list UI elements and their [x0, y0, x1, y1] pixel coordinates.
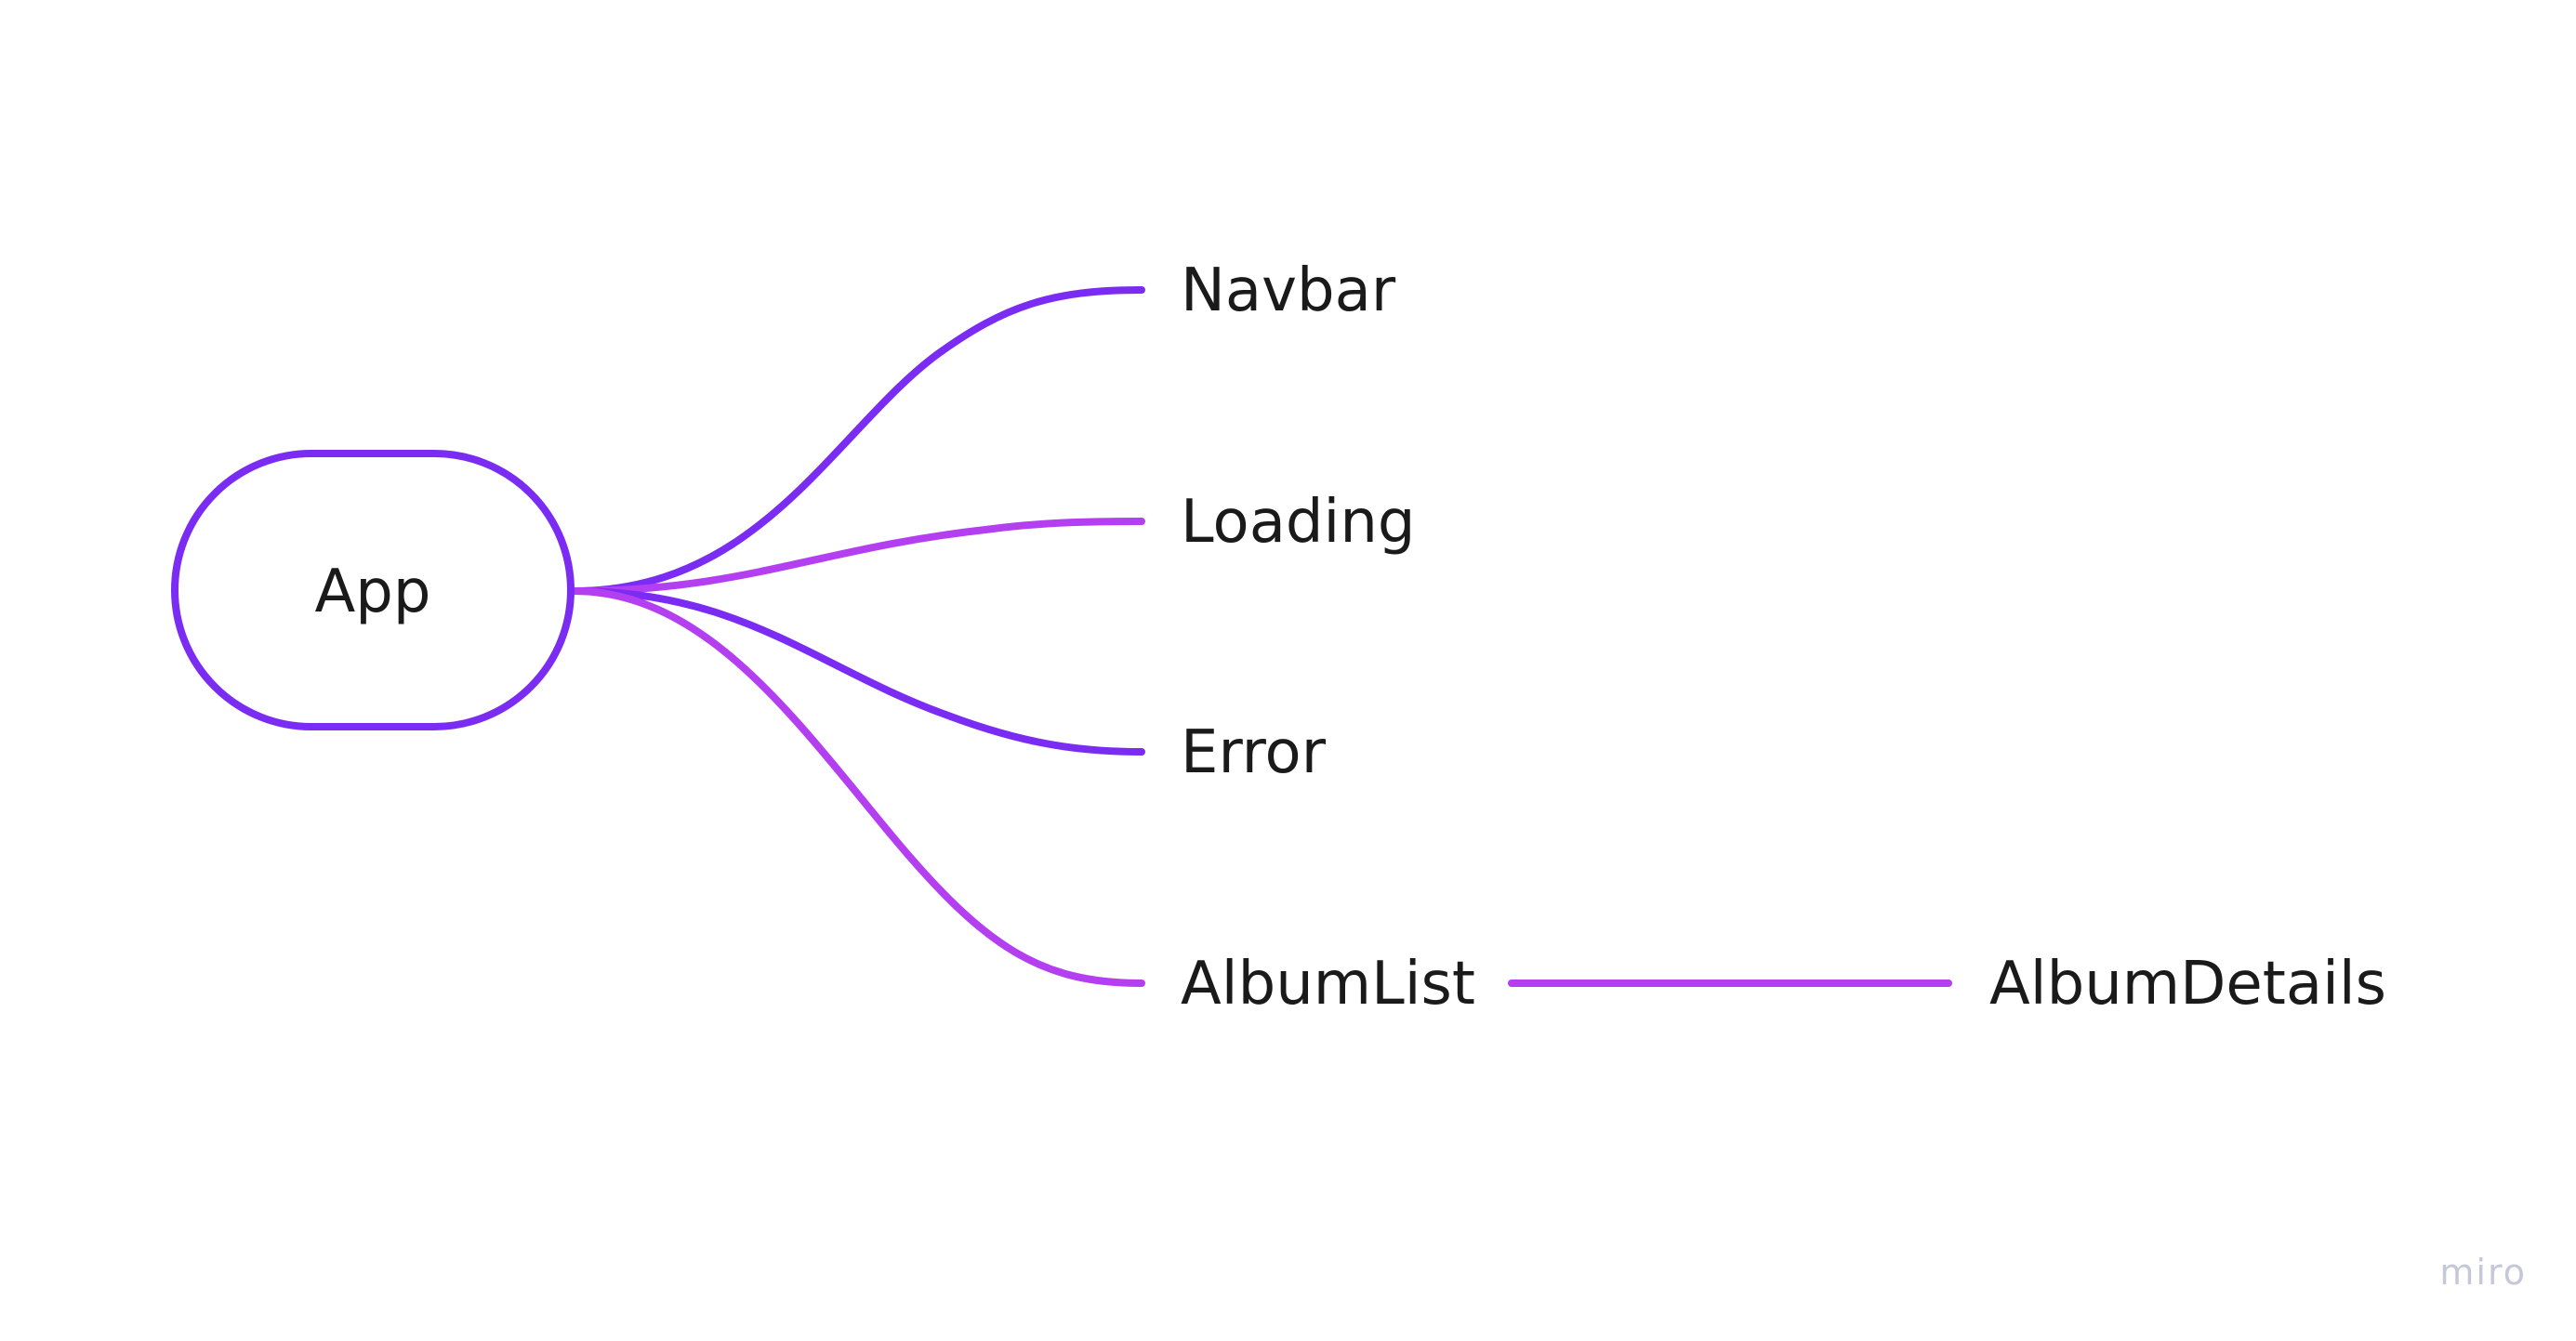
root-node-label: App — [314, 558, 430, 626]
edge-app-albumlist — [571, 587, 1145, 987]
node-albumlist[interactable]: AlbumList — [1181, 950, 1475, 1019]
node-loading[interactable]: Loading — [1181, 488, 1416, 557]
edge-app-navbar — [571, 286, 1145, 595]
miro-watermark: miro — [2439, 1252, 2527, 1293]
node-albumdetails[interactable]: AlbumDetails — [1989, 950, 2386, 1019]
node-navbar[interactable]: Navbar — [1181, 256, 1396, 325]
edge-app-error — [571, 587, 1145, 756]
edge-app-loading — [571, 518, 1145, 595]
root-node-app[interactable] — [171, 450, 575, 730]
node-error[interactable]: Error — [1181, 718, 1327, 787]
